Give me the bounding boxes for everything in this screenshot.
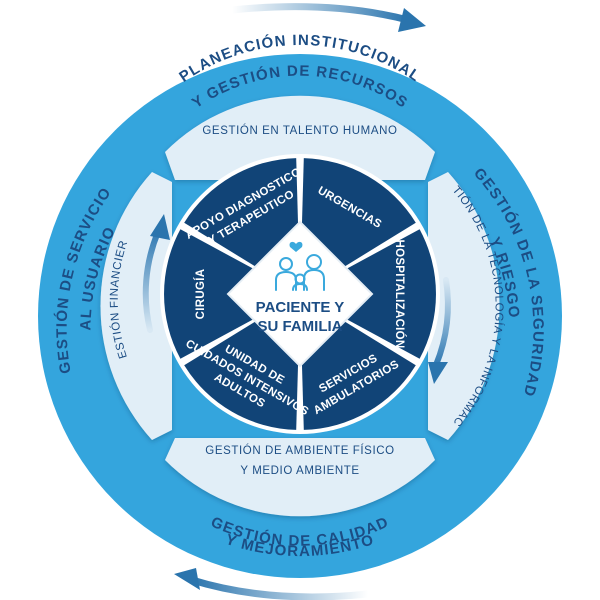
center-label-line1: PACIENTE Y (256, 299, 345, 316)
right-rotation-arrow (433, 277, 451, 368)
middle-label-bottom-line1: GESTIÓN DE AMBIENTE FÍSICO (205, 444, 394, 457)
right-rotation-arrowhead (428, 362, 448, 384)
center-label-line2: SU FAMILIA (258, 318, 343, 335)
top-cycle-arrowhead (398, 8, 426, 32)
middle-segment-bottom (165, 438, 435, 517)
family-icon (275, 241, 325, 291)
center-diamond (226, 220, 374, 368)
bottom-cycle-arrowhead (174, 568, 200, 590)
bottom-cycle-arrow (188, 576, 372, 600)
middle-label-top: GESTIÓN EN TALENTO HUMANO (202, 124, 397, 137)
sector-label-hospitalizacion: HOSPITALIZACIÓN (393, 239, 406, 348)
middle-segment-top (165, 95, 435, 180)
left-rotation-arrow (142, 229, 161, 333)
middle-ring (100, 95, 500, 517)
top-cycle-arrow (228, 3, 412, 24)
sector-label-cirugia: CIRUGÍA (194, 269, 207, 320)
sector-cirugia: CIRUGÍA (194, 269, 207, 320)
sector-hospitalizacion: HOSPITALIZACIÓN (393, 239, 406, 348)
middle-label-bottom-line2: Y MEDIO AMBIENTE (240, 465, 359, 477)
left-rotation-arrowhead (150, 214, 170, 240)
middle-segment-right (428, 172, 500, 440)
